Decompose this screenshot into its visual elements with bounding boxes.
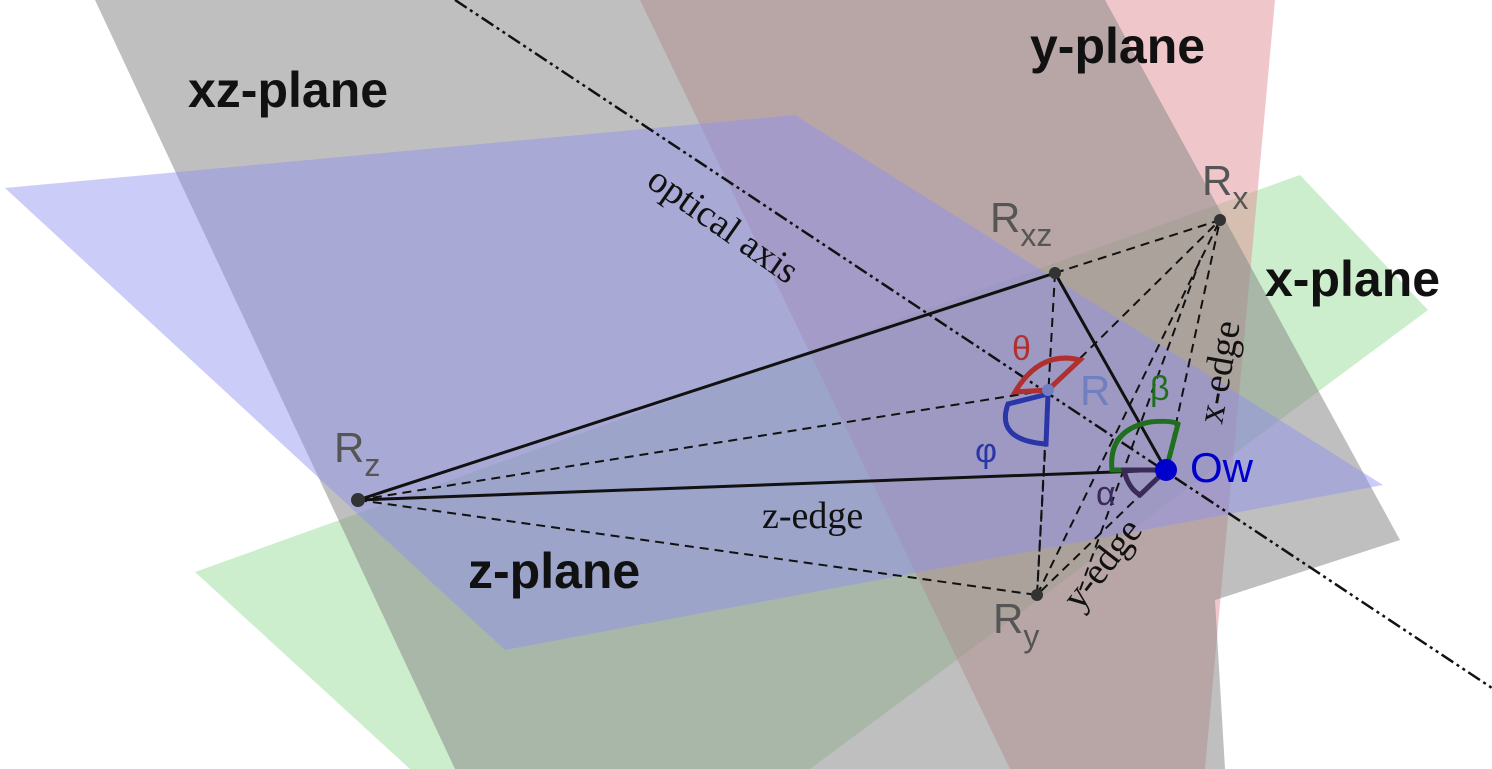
rx-label-main: R [1202,157,1232,204]
rxz-label-sub: xz [1020,217,1052,253]
rz-to-rxz-edge [357,271,1056,502]
planes [5,0,1428,769]
point-ow [1155,459,1177,481]
r-to-rx-line [1047,219,1221,391]
rxz-label-main: R [990,194,1020,241]
point-r [1042,384,1054,396]
rz-label-sub: z [364,447,380,483]
alpha-arc [1120,467,1173,499]
ry-to-rx-line [1036,219,1221,596]
xz-plane-label: xz-plane [188,62,388,118]
x-plane-label: x-plane [1265,251,1440,307]
point-ry [1031,589,1043,601]
y-plane-label: y-plane [1030,18,1205,74]
rx-label: Rx [1202,157,1248,216]
z-plane-label: z-plane [468,543,640,599]
alpha-label: α [1096,475,1116,513]
point-rxz [1049,267,1061,279]
beta-label: β [1150,370,1170,408]
z-plane-surface [5,115,1383,650]
ry-label-sub: y [1023,618,1039,654]
theta-arc [1010,355,1086,395]
z-edge-line [357,468,1167,502]
rxz-label: Rxz [990,194,1052,253]
ry-to-rx-mid-line [1079,259,1201,591]
ry-label-main: R [993,595,1023,642]
rx-label-sub: x [1232,180,1248,216]
optical-axis-line [454,0,1492,690]
r-label: R [1080,367,1110,414]
rxz-to-ry-line [1036,272,1056,596]
ow-to-rx-line [1165,219,1221,471]
z-edge-label: z-edge [762,495,863,537]
theta-label: θ [1012,330,1031,368]
rz-to-r-line [357,389,1049,501]
angle-arcs [1002,355,1181,499]
xz-plane-surface [95,0,1400,769]
phi-label: φ [975,432,997,470]
ow-label: Ow [1190,444,1254,491]
ry-label: Ry [993,595,1039,654]
rxz-to-ow-edge [1053,272,1168,471]
phi-arc [1002,390,1051,447]
points [351,214,1226,601]
rz-label-main: R [334,424,364,471]
solid-edges [357,271,1168,502]
rz-label: Rz [334,424,380,483]
point-rx [1214,214,1226,226]
point-rz [351,493,365,507]
beta-arc [1109,418,1181,473]
rz-to-ry-line [357,499,1038,596]
